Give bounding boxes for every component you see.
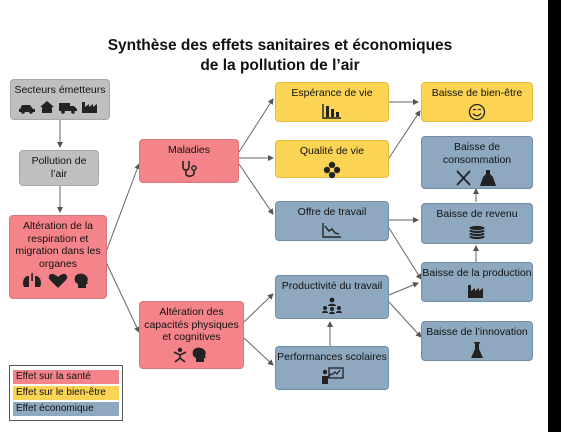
arrow-alteration-capacites bbox=[105, 261, 140, 333]
node-qualite-vie: Qualité de vie bbox=[275, 140, 389, 178]
arrow-capacites-performances bbox=[243, 337, 274, 366]
node-productivite-travail: Productivité du travail bbox=[275, 275, 389, 319]
node-secteurs-label: Secteurs émetteurs bbox=[14, 84, 106, 96]
node-qualite-label: Qualité de vie bbox=[299, 145, 365, 157]
node-alteration-respiration: Altération de la respiration et migratio… bbox=[9, 215, 107, 299]
arrow-offre-production bbox=[388, 227, 422, 280]
node-pollution-line-1: Pollution de bbox=[31, 155, 87, 167]
node-productivite-label: Productivité du travail bbox=[281, 280, 383, 292]
node-alteration-resp-line-4: organes bbox=[39, 257, 77, 270]
node-performances-scolaires: Performances scolaires bbox=[275, 346, 389, 390]
node-alteration-cap-line-2: capacités physiques bbox=[144, 318, 239, 331]
factory-icon bbox=[468, 284, 483, 298]
node-maladies: Maladies bbox=[139, 139, 239, 183]
node-alteration-cap-line-1: Altération des bbox=[159, 306, 224, 318]
node-baisse-innovation: Baisse de l’innovation bbox=[421, 321, 533, 361]
node-maladies-label: Maladies bbox=[167, 144, 211, 156]
person-icon bbox=[173, 347, 186, 363]
node-baisse-production: Baisse de la production bbox=[421, 262, 533, 302]
node-esperance-vie: Espérance de vie bbox=[275, 82, 389, 122]
factory-icon bbox=[82, 101, 97, 113]
declining-chart-icon bbox=[322, 222, 341, 238]
dress-icon bbox=[480, 170, 496, 186]
node-baisse-revenu: Baisse de revenu bbox=[421, 203, 533, 244]
node-alteration-cap-line-3: et cognitives bbox=[162, 331, 221, 343]
node-revenu-label: Baisse de revenu bbox=[436, 208, 518, 220]
node-offre-label: Offre de travail bbox=[297, 206, 367, 218]
cutlery-icon bbox=[456, 170, 471, 186]
node-alteration-resp-line-2: respiration et bbox=[27, 232, 89, 245]
arrow-maladies-esperance bbox=[238, 98, 274, 153]
node-performances-label: Performances scolaires bbox=[277, 351, 387, 363]
team-icon bbox=[322, 297, 342, 314]
node-innovation-label: Baisse de l’innovation bbox=[426, 326, 528, 338]
bar-chart-icon bbox=[322, 103, 341, 119]
legend-wellbeing: Effet sur le bien-être bbox=[13, 386, 119, 400]
node-pollution-line-2: l’air bbox=[50, 167, 68, 180]
secteurs-icons bbox=[19, 100, 97, 114]
arrow-productivite-innovation bbox=[388, 301, 422, 338]
head-icon bbox=[192, 347, 206, 362]
node-production-label: Baisse de la production bbox=[422, 267, 532, 279]
smiley-icon bbox=[468, 103, 486, 120]
truck-icon bbox=[59, 102, 77, 114]
node-bien-etre-label: Baisse de bien-être bbox=[431, 87, 523, 99]
alteration-cap-icons bbox=[173, 347, 206, 363]
node-consommation-line-2: consommation bbox=[442, 153, 512, 166]
title-line-2: de la pollution de l’air bbox=[200, 57, 360, 74]
arrow-capacites-productivite bbox=[243, 293, 274, 323]
arrow-productivite-production bbox=[388, 282, 419, 296]
legend: Effet sur la santé Effet sur le bien-êtr… bbox=[9, 365, 123, 421]
node-alteration-resp-line-1: Altération de la bbox=[22, 220, 94, 232]
coins-icon bbox=[468, 224, 486, 240]
node-esperance-label: Espérance de vie bbox=[291, 87, 373, 99]
node-secteurs-emetteurs: Secteurs émetteurs bbox=[10, 79, 110, 120]
lungs-icon bbox=[23, 273, 41, 287]
node-consommation-line-1: Baisse de bbox=[453, 141, 501, 153]
flower-icon bbox=[323, 161, 341, 178]
node-pollution-air: Pollution de l’air bbox=[19, 150, 99, 186]
node-offre-travail: Offre de travail bbox=[275, 201, 389, 241]
node-baisse-consommation: Baisse de consommation bbox=[421, 136, 533, 189]
diagram-canvas: Synthèse des effets sanitaires et économ… bbox=[0, 0, 548, 432]
heart-icon bbox=[48, 273, 68, 288]
diagram-title: Synthèse des effets sanitaires et économ… bbox=[30, 36, 530, 76]
arrow-qualite-bienetre bbox=[388, 110, 421, 159]
legend-health: Effet sur la santé bbox=[13, 370, 119, 384]
connector-arrows bbox=[57, 98, 479, 366]
node-alteration-capacites: Altération des capacités physiques et co… bbox=[139, 301, 244, 369]
head-icon bbox=[74, 273, 88, 288]
teacher-icon bbox=[322, 366, 344, 384]
flask-icon bbox=[471, 341, 483, 358]
node-baisse-bien-etre: Baisse de bien-être bbox=[421, 82, 533, 122]
car-icon bbox=[19, 104, 35, 114]
house-icon bbox=[40, 100, 54, 113]
legend-economic: Effet économique bbox=[13, 402, 119, 416]
node-alteration-resp-line-3: migration dans les bbox=[15, 245, 101, 257]
arrow-maladies-offre bbox=[238, 163, 274, 215]
consommation-icons bbox=[456, 170, 496, 186]
title-line-1: Synthèse des effets sanitaires et économ… bbox=[107, 37, 453, 54]
alteration-resp-icons bbox=[23, 273, 88, 288]
arrow-alteration-maladies bbox=[105, 163, 141, 253]
stethoscope-icon bbox=[182, 160, 197, 177]
